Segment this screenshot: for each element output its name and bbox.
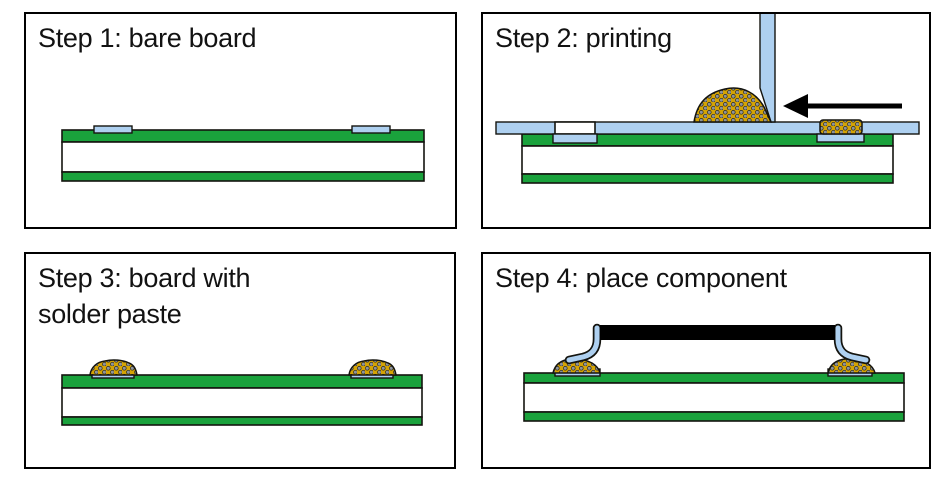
panel-step4-title: Step 4: place component bbox=[495, 260, 787, 296]
panel-step4: Step 4: place component bbox=[481, 252, 931, 469]
solder-pad-left bbox=[93, 125, 133, 134]
paste-filled-aperture bbox=[819, 119, 863, 135]
pcb-core-layer bbox=[521, 145, 894, 175]
stencil-aperture-open bbox=[554, 121, 596, 135]
pcb-core-layer bbox=[523, 382, 905, 413]
step1-drawing bbox=[61, 125, 425, 182]
panel-step2-title: Step 2: printing bbox=[495, 20, 672, 56]
panel-step1: Step 1: bare board bbox=[24, 12, 457, 229]
component-body bbox=[600, 325, 835, 340]
panel-step3-title-line2: solder paste bbox=[38, 299, 182, 329]
solder-pad-right bbox=[351, 125, 391, 134]
step3-drawing bbox=[61, 359, 423, 426]
panel-step3-title-line1: Step 3: board with bbox=[38, 263, 251, 293]
step2-drawing bbox=[495, 14, 920, 184]
panel-step2: Step 2: printing bbox=[481, 12, 931, 229]
solder-pad-left bbox=[552, 133, 598, 144]
panel-step2-title-line: Step 2: printing bbox=[495, 23, 672, 53]
panel-step4-title-line: Step 4: place component bbox=[495, 263, 787, 293]
pcb-bottom-layer bbox=[521, 173, 894, 184]
component-lead-left bbox=[564, 323, 602, 365]
pcb-core-layer bbox=[61, 387, 423, 418]
step4-drawing bbox=[523, 323, 905, 422]
pcb-core-layer bbox=[61, 141, 425, 173]
panel-step1-title-line: Step 1: bare board bbox=[38, 23, 257, 53]
solder-pad-right bbox=[816, 133, 865, 143]
solder-paste-bead bbox=[693, 87, 773, 123]
squeegee-blade bbox=[759, 14, 776, 123]
paste-deposit-left bbox=[89, 359, 138, 376]
panel-step1-title: Step 1: bare board bbox=[38, 20, 257, 56]
pcb-bottom-layer bbox=[523, 411, 905, 422]
component-lead-right bbox=[833, 323, 871, 365]
paste-deposit-right bbox=[348, 359, 397, 376]
pcb-bottom-layer bbox=[61, 416, 423, 426]
panel-step3-title: Step 3: board with solder paste bbox=[38, 260, 251, 332]
pcb-bottom-layer bbox=[61, 171, 425, 182]
panel-step3: Step 3: board with solder paste bbox=[24, 252, 456, 469]
squeegee-direction-arrow-icon bbox=[783, 94, 902, 118]
